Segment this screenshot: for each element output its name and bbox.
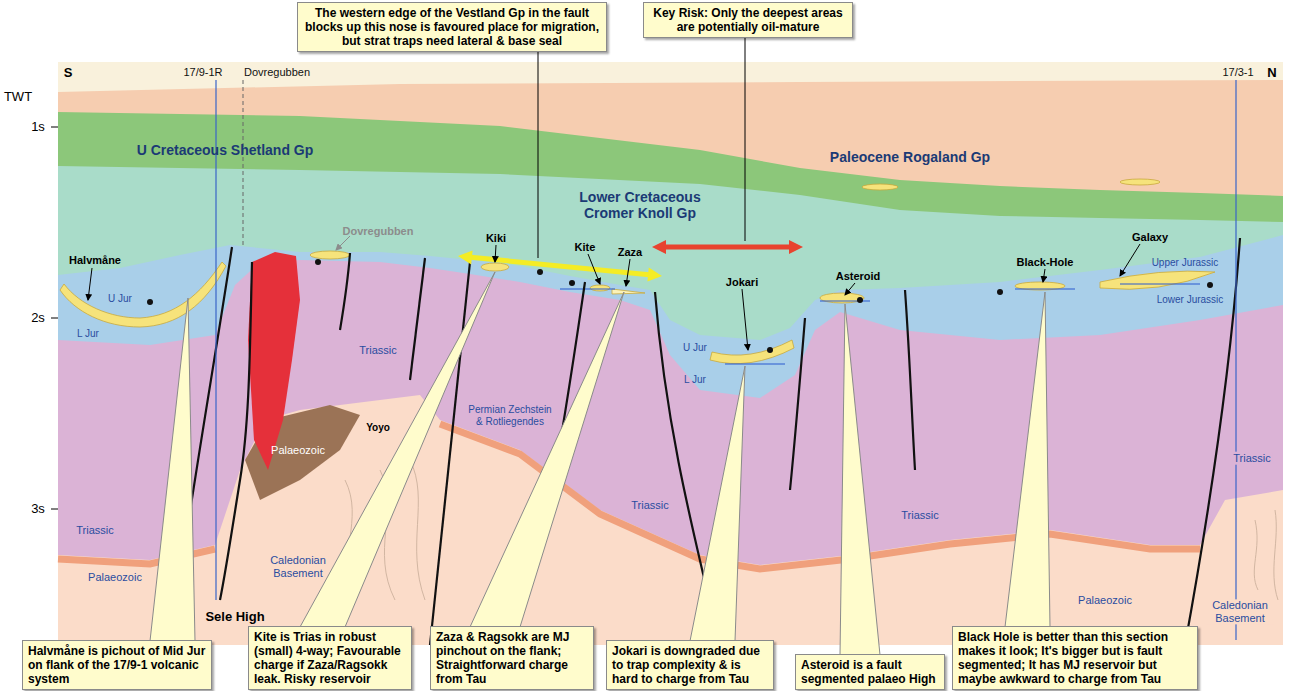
callout-tail — [1005, 292, 1050, 627]
paleocene-layer — [58, 80, 1283, 645]
formation-name: U Cretaceous Shetland Gp — [137, 142, 314, 158]
callout-box: Asteroid is a fault segmented palaeo Hig… — [795, 654, 945, 690]
unit-label: Triassic — [76, 524, 113, 537]
well-line — [215, 80, 216, 600]
formation-name: Lower Cretaceous Cromer Knoll Gp — [565, 189, 715, 221]
cromer-knoll-layer — [58, 166, 1283, 645]
volcanic-body — [248, 252, 300, 470]
unit-label: Upper Jurassic — [1152, 257, 1219, 269]
callout-box: Zaza & Ragsokk are MJ pinchout on the fl… — [430, 626, 594, 690]
well-name: 17/9-1R — [183, 66, 222, 79]
unit-label: Triassic — [901, 509, 938, 522]
prospect-name: Asteroid — [836, 270, 881, 283]
unit-label: Caledonian Basement — [266, 554, 330, 579]
unit-label: Triassic — [359, 344, 396, 357]
prospect-name: Dovregubben — [343, 225, 414, 238]
callout-tail — [690, 366, 745, 641]
well-name: Dovregubben — [244, 66, 310, 79]
unit-label: Palaeozoic — [271, 444, 325, 457]
callout-text: Halvmåne is pichout of Mid Jur on flank … — [28, 644, 206, 686]
callout-tail — [150, 298, 195, 641]
triassic-layer — [58, 260, 1283, 645]
formation-name: Paleocene Rogaland Gp — [830, 149, 990, 165]
prospect-name: Kite — [575, 241, 596, 254]
callout-text: Asteroid is a fault segmented palaeo Hig… — [801, 658, 939, 686]
axis-label: 3s — [31, 502, 45, 517]
faults — [170, 238, 1240, 645]
pointer-line — [538, 52, 539, 258]
unit-label: Palaeozoic — [88, 571, 142, 584]
unit-label: Lower Jurassic — [1157, 294, 1224, 306]
shetland-layer — [58, 112, 1283, 645]
unit-label: U Jur — [683, 342, 707, 354]
risk-arrow — [652, 240, 803, 254]
callout-text: Black Hole is better than this section m… — [958, 630, 1192, 686]
prospect-name: Jokari — [726, 276, 758, 289]
prospect-name: Black-Hole — [1017, 256, 1074, 269]
unit-label: Palaeozoic — [1078, 594, 1132, 607]
callout-box: Kite is Trias in robust (small) 4-way; F… — [248, 626, 412, 690]
callout-box: Black Hole is better than this section m… — [952, 626, 1198, 690]
axis-label: 1s — [31, 120, 45, 135]
callout-tail — [840, 304, 880, 655]
callout-box: The western edge of the Vestland Gp in t… — [297, 2, 607, 52]
well-name: 17/3-1 — [1222, 66, 1253, 79]
prospect-name: Yoyo — [366, 422, 390, 434]
well-line — [1235, 80, 1236, 640]
unit-label: U Jur — [108, 293, 132, 305]
unit-label: L Jur — [684, 374, 706, 386]
top-layer — [58, 62, 1283, 645]
prospect-name: Halvmåne — [69, 254, 121, 267]
unit-label: L Jur — [77, 328, 99, 340]
pointer-line — [745, 38, 746, 241]
axis-label: TWT — [4, 90, 32, 105]
basement-texture — [345, 460, 1278, 600]
callout-box: Key Risk: Only the deepest areas are pot… — [643, 2, 853, 38]
callout-box: Halvmåne is pichout of Mid Jur on flank … — [22, 640, 212, 690]
unit-label: Permian Zechstein & Rotliegendes — [466, 404, 554, 427]
callout-text: Zaza & Ragsokk are MJ pinchout on the fl… — [436, 630, 588, 686]
axis-label: 2s — [31, 311, 45, 326]
callout-text: Jokari is downgraded due to trap complex… — [612, 644, 768, 686]
prospect-name: Kiki — [486, 232, 506, 245]
axis-ticks — [51, 127, 58, 509]
callout-text: The western edge of the Vestland Gp in t… — [303, 6, 601, 48]
prospect-pointers — [88, 236, 1140, 350]
callout-box: Jokari is downgraded due to trap complex… — [606, 640, 774, 690]
structure-name: Sele High — [205, 610, 264, 625]
basement-layer — [58, 395, 1283, 645]
well-line — [243, 80, 244, 245]
unit-label: Triassic — [631, 499, 668, 512]
callout-tail — [470, 292, 624, 627]
jurassic-layer — [58, 235, 1283, 645]
prospect-name: Galaxy — [1132, 231, 1168, 244]
direction-label: S — [64, 66, 73, 81]
prospect-name: Zaza — [618, 246, 642, 259]
unit-label: Caledonian Basement — [1206, 599, 1274, 624]
direction-label: N — [1267, 66, 1276, 81]
callout-tail — [300, 272, 495, 627]
well-dots — [147, 259, 1213, 353]
callout-text: Key Risk: Only the deepest areas are pot… — [649, 6, 847, 34]
callout-text: Kite is Trias in robust (small) 4-way; F… — [254, 630, 406, 686]
unit-label: Triassic — [1231, 452, 1272, 465]
